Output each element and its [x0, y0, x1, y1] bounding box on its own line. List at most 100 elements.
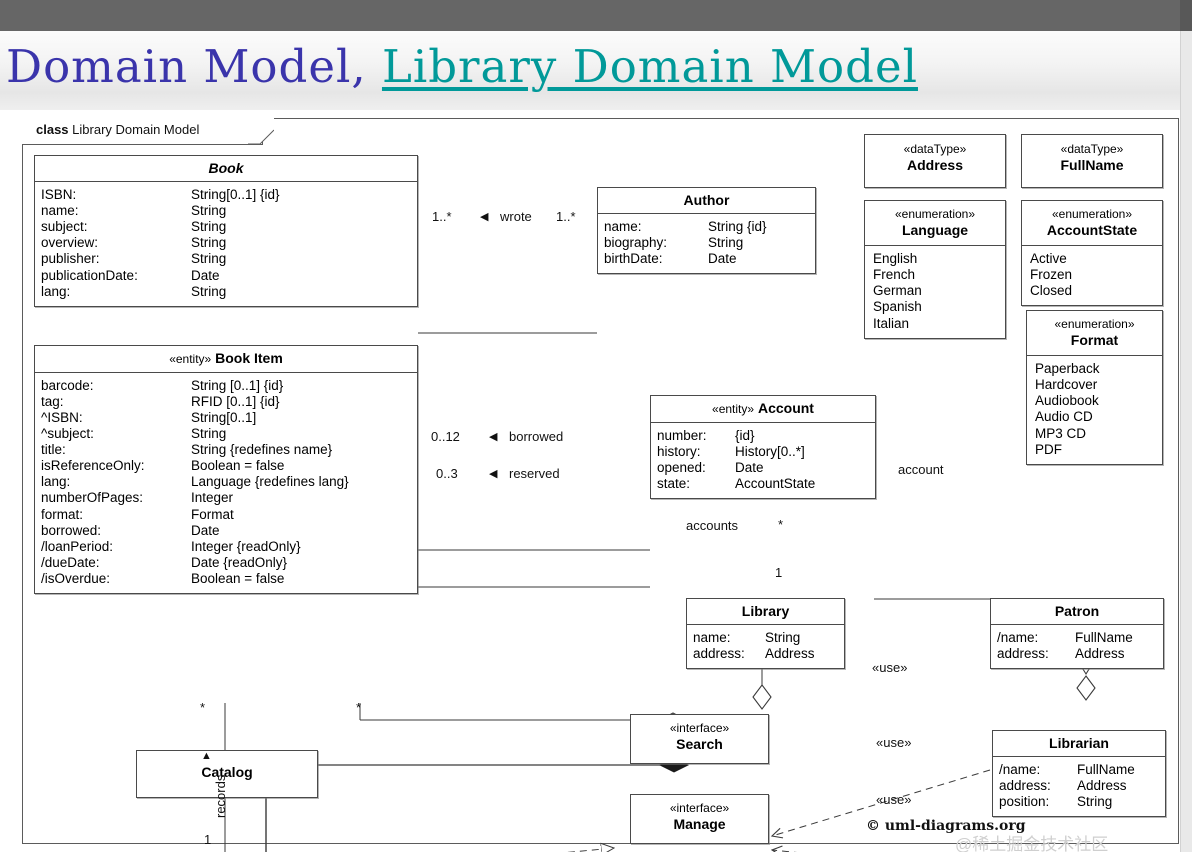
interface-search-name: Search — [676, 736, 723, 752]
label-reserved: reserved — [509, 466, 560, 481]
enum-literal: Audio CD — [1035, 409, 1093, 425]
attr-name: birthDate: — [604, 251, 663, 267]
class-catalog[interactable]: Catalog — [136, 750, 318, 798]
class-account-attributes: number:{id} history:History[0..*] opened… — [651, 423, 875, 498]
attr-name: history: — [657, 443, 701, 459]
divider — [35, 181, 417, 183]
enum-literal: MP3 CD — [1035, 425, 1087, 441]
top-bar-right-cap — [1180, 0, 1192, 31]
attribute-row: birthDate:Date — [598, 251, 815, 267]
attr-name: publicationDate: — [41, 267, 138, 283]
enumeration-format-literals: Paperback Hardcover Audiobook Audio CD M… — [1027, 356, 1162, 465]
attribute-row: /dueDate:Date {readOnly} — [35, 555, 417, 571]
stereotype-label: «interface» — [669, 721, 730, 735]
enumeration-language-name: Language — [901, 222, 969, 238]
divider — [687, 624, 844, 626]
attr-name: /isOverdue: — [41, 570, 111, 586]
attr-name: state: — [657, 476, 691, 492]
attr-name: isReferenceOnly: — [41, 458, 145, 474]
enum-literal: French — [873, 266, 916, 282]
attribute-row: subject:String — [35, 219, 417, 235]
attribute-row: isReferenceOnly: Boolean = false — [35, 458, 417, 474]
interface-search[interactable]: «interface» Search — [630, 714, 769, 764]
class-librarian[interactable]: Librarian /name:FullName address:Address… — [992, 730, 1166, 818]
interface-manage[interactable]: «interface» Manage — [630, 794, 769, 844]
attr-type: Address — [1077, 778, 1127, 794]
label-wrote: wrote — [500, 209, 532, 224]
attr-type: String — [708, 235, 744, 251]
attr-type: Address — [765, 646, 815, 662]
arrow-borrowed-icon: ◀ — [489, 431, 498, 443]
attr-name: position: — [999, 794, 1050, 810]
divider — [598, 213, 815, 215]
class-library[interactable]: Library name:String address: Address — [686, 598, 845, 670]
class-book[interactable]: Book ISBN:String[0..1] {id} name:String … — [34, 155, 418, 307]
attr-name: number: — [657, 427, 707, 443]
attr-name: barcode: — [41, 377, 94, 393]
page-header-band — [0, 31, 1180, 110]
class-patron-name: Patron — [1054, 603, 1100, 619]
class-author-name: Author — [683, 192, 730, 208]
mult-bookitem-library: * — [356, 700, 362, 715]
attr-name: address: — [693, 646, 745, 662]
datatype-address[interactable]: «dataType» Address — [864, 134, 1006, 188]
class-library-header: Library — [687, 599, 844, 624]
attribute-row: lang:String — [35, 284, 417, 300]
enumeration-format[interactable]: «enumeration» Format Paperback Hardcover… — [1026, 310, 1163, 466]
enumeration-accountstate[interactable]: «enumeration» AccountState Active Frozen… — [1021, 200, 1163, 307]
enumeration-format-name: Format — [1070, 332, 1119, 348]
enum-literal: Active — [1030, 250, 1067, 266]
enumeration-accountstate-literals: Active Frozen Closed — [1022, 246, 1162, 306]
label-records: records — [213, 774, 228, 818]
attr-name: opened: — [657, 459, 706, 475]
attr-type: String — [1077, 794, 1113, 810]
attr-name: tag: — [41, 393, 64, 409]
attr-name: biography: — [604, 235, 668, 251]
attribute-row: name:String — [687, 630, 844, 646]
attribute-row: format:Format — [35, 507, 417, 523]
class-book-header: Book — [35, 156, 417, 181]
attr-name: ISBN: — [41, 187, 77, 203]
class-account-header: «entity» Account — [651, 396, 875, 422]
arrow-reserved-icon: ◀ — [489, 468, 498, 480]
class-book-item[interactable]: «entity» Book Item barcode:String [0..1]… — [34, 345, 418, 595]
label-use-librarian-search: «use» — [876, 735, 912, 750]
divider — [1022, 244, 1162, 246]
attr-type: Boolean = false — [191, 458, 285, 474]
class-account[interactable]: «entity» Account number:{id} history:His… — [650, 395, 876, 500]
enum-literal: Frozen — [1030, 266, 1073, 282]
label-account: account — [898, 462, 944, 477]
mult-reserved: 0..3 — [436, 466, 458, 481]
attribute-row: borrowed:Date — [35, 523, 417, 539]
interface-search-header: «interface» Search — [631, 715, 768, 759]
attribute-row: tag: RFID [0..1] {id} — [35, 394, 417, 410]
datatype-fullname-name: FullName — [1060, 157, 1124, 173]
datatype-fullname[interactable]: «dataType» FullName — [1021, 134, 1163, 188]
site-watermark: @稀土掘金技术社区 — [955, 835, 1109, 852]
frame-name: Library Domain Model — [72, 122, 200, 137]
enum-literal: Spanish — [873, 299, 922, 315]
enum-literal: Italian — [873, 315, 910, 331]
attr-name: /loanPeriod: — [41, 538, 114, 554]
attr-name: name: — [693, 630, 731, 646]
attr-name: /name: — [997, 630, 1039, 646]
enum-literal: PDF — [1035, 441, 1062, 457]
attribute-row: position: String — [993, 794, 1165, 810]
class-patron[interactable]: Patron /name:FullName address:Address — [990, 598, 1164, 670]
attr-type: Address — [1075, 646, 1125, 662]
enumeration-language[interactable]: «enumeration» Language English French Ge… — [864, 200, 1006, 339]
attr-type: RFID [0..1] {id} — [191, 393, 280, 409]
right-margin-strip — [1180, 31, 1192, 852]
enum-literal: Paperback — [1035, 360, 1100, 376]
attribute-row: numberOfPages:Integer — [35, 490, 417, 506]
attr-type: String — [191, 283, 227, 299]
page-title-link[interactable]: Library Domain Model — [381, 40, 918, 93]
attr-type: Integer {readOnly} — [191, 538, 301, 554]
arrow-records-icon: ▲ — [201, 750, 212, 762]
attr-name: title: — [41, 442, 66, 458]
attr-type: String[0..1] — [191, 409, 257, 425]
attribute-row: state:AccountState — [651, 476, 875, 492]
mult-records-bottom: 1 — [204, 832, 212, 847]
attribute-row: history:History[0..*] — [651, 444, 875, 460]
class-author[interactable]: Author name:String {id} biography:String… — [597, 187, 816, 275]
